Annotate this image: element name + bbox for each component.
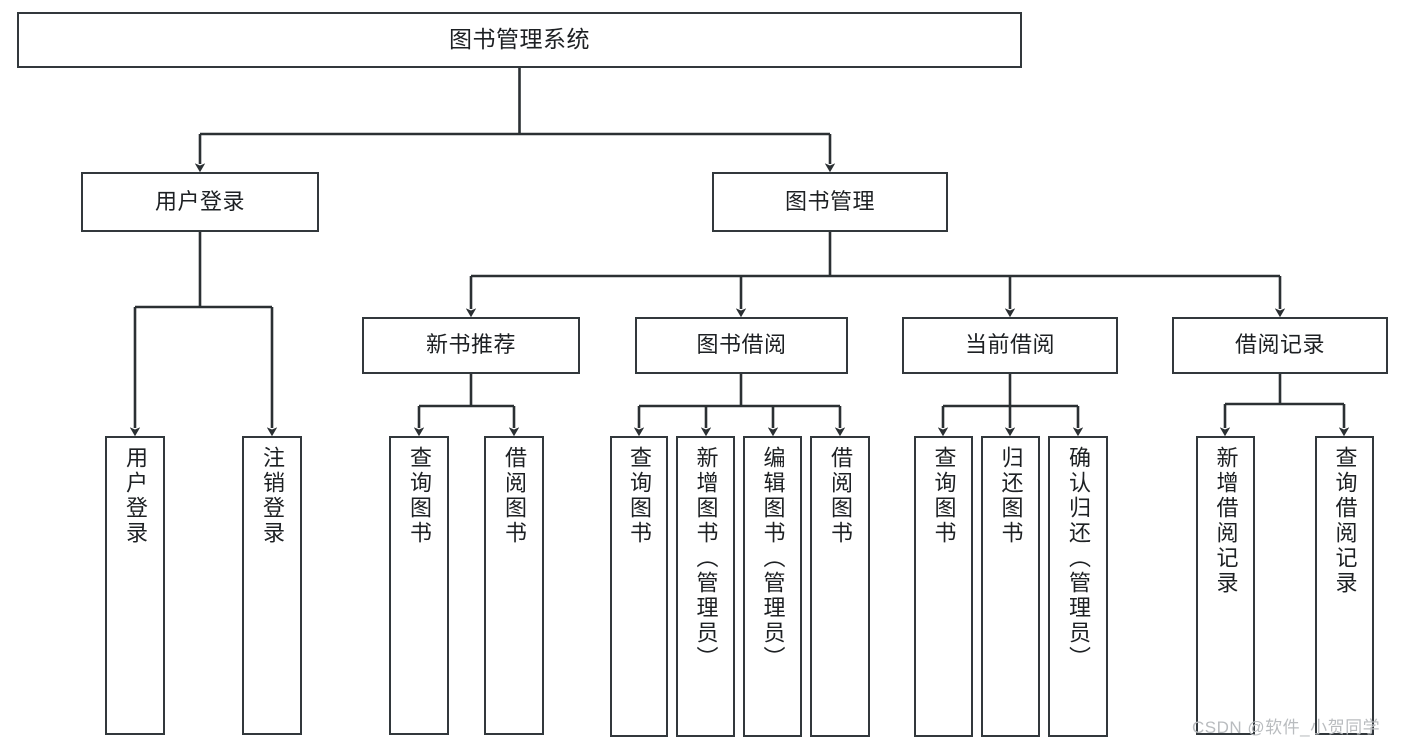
- node-label: 查询借阅记录: [1332, 446, 1358, 596]
- node-label: 新书推荐: [425, 332, 516, 358]
- node-leaf-rec-borrow-book[interactable]: 借阅图书: [484, 436, 544, 735]
- node-book-borrow[interactable]: 图书借阅: [635, 317, 848, 374]
- node-label: 借阅记录: [1234, 332, 1325, 358]
- node-user-login[interactable]: 用户登录: [81, 172, 319, 232]
- node-leaf-borrow-query-book[interactable]: 查询图书: [610, 436, 668, 737]
- node-leaf-logout[interactable]: 注销登录: [242, 436, 302, 735]
- node-book-manage[interactable]: 图书管理: [712, 172, 948, 232]
- node-leaf-return-book[interactable]: 归还图书: [981, 436, 1040, 737]
- node-leaf-user-login[interactable]: 用户登录: [105, 436, 165, 735]
- node-label: 用户登录: [123, 446, 148, 546]
- node-label: 借阅图书: [502, 446, 527, 546]
- watermark-text: CSDN @软件_小贺同学: [1192, 718, 1381, 737]
- node-label: 图书管理系统: [449, 26, 590, 53]
- node-label: 查询图书: [931, 446, 957, 546]
- node-borrow-record[interactable]: 借阅记录: [1172, 317, 1388, 374]
- node-current-borrow[interactable]: 当前借阅: [902, 317, 1118, 374]
- node-label: 注销登录: [260, 446, 285, 546]
- node-label: 图书管理: [784, 188, 875, 214]
- node-label: 确认归还（管理员）: [1066, 446, 1091, 671]
- node-leaf-add-borrow-record[interactable]: 新增借阅记录: [1196, 436, 1255, 735]
- node-root-title[interactable]: 图书管理系统: [17, 12, 1022, 68]
- node-label: 查询图书: [627, 446, 652, 546]
- node-leaf-add-book[interactable]: 新增图书（管理员）: [676, 436, 735, 737]
- node-label: 归还图书: [998, 446, 1024, 546]
- node-leaf-confirm-return[interactable]: 确认归还（管理员）: [1048, 436, 1108, 737]
- node-leaf-rec-query-book[interactable]: 查询图书: [389, 436, 449, 735]
- node-leaf-borrow-book[interactable]: 借阅图书: [810, 436, 870, 737]
- node-label: 用户登录: [154, 188, 245, 214]
- node-label: 新增图书（管理员）: [693, 446, 719, 671]
- node-label: 新增借阅记录: [1213, 446, 1239, 596]
- node-label: 当前借阅: [964, 332, 1055, 358]
- node-leaf-cur-query-book[interactable]: 查询图书: [914, 436, 973, 737]
- node-new-book-rec[interactable]: 新书推荐: [362, 317, 580, 374]
- node-label: 编辑图书（管理员）: [760, 446, 786, 671]
- node-leaf-edit-book[interactable]: 编辑图书（管理员）: [743, 436, 802, 737]
- node-label: 查询图书: [407, 446, 432, 546]
- node-label: 图书借阅: [696, 332, 787, 358]
- node-label: 借阅图书: [828, 446, 853, 546]
- node-leaf-query-borrow-record[interactable]: 查询借阅记录: [1315, 436, 1374, 735]
